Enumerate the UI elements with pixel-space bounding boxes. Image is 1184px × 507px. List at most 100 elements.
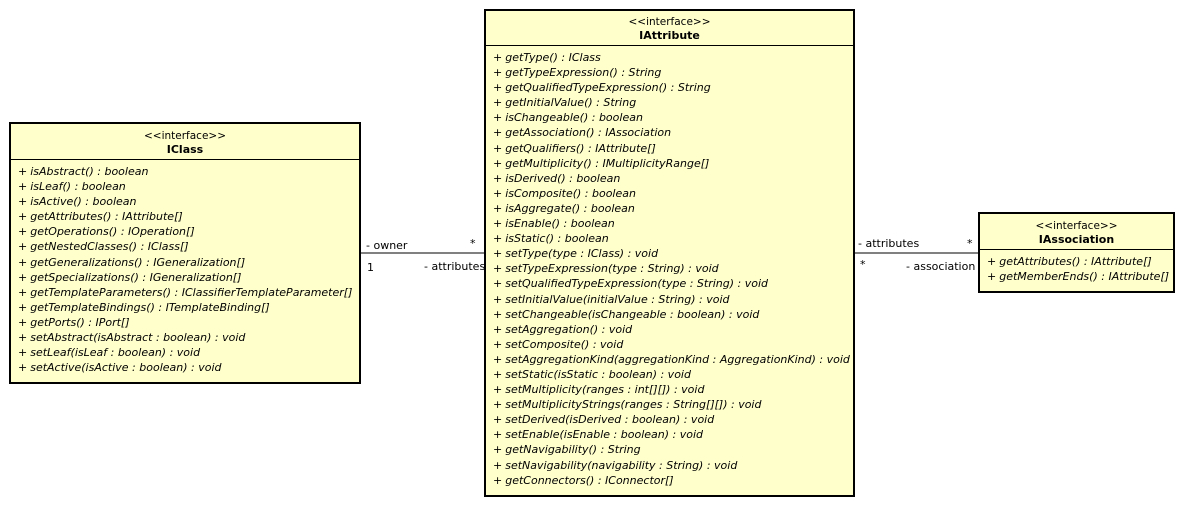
iattribute-name: IAttribute: [639, 29, 700, 42]
visibility-marker: +: [493, 51, 503, 64]
operation-signature: getGeneralizations() : IGeneralization[]: [30, 255, 246, 269]
operation-signature: isAggregate() : boolean: [505, 201, 635, 215]
operation-signature: isActive() : boolean: [30, 195, 137, 209]
operation-item: +getConnectors() : IConnector[]: [493, 473, 853, 488]
iattribute-header: <<interface>> IAttribute: [486, 11, 853, 46]
visibility-marker: +: [18, 300, 28, 314]
operation-item: +getNavigability() : String: [493, 442, 853, 457]
operation-item: +isAggregate() : boolean: [493, 201, 853, 216]
operation-signature: setChangeable(isChangeable : boolean) : …: [505, 307, 760, 321]
visibility-marker: +: [18, 240, 28, 254]
operation-item: +setInitialValue(initialValue : String) …: [493, 292, 853, 307]
operation-item: +setNavigability(navigability : String) …: [493, 458, 853, 473]
operation-signature: setComposite() : void: [505, 337, 624, 351]
owner-role-label: - owner: [366, 239, 408, 252]
operation-item: +setAggregationKind(aggregationKind : Ag…: [493, 352, 853, 367]
visibility-marker: +: [493, 111, 503, 125]
visibility-marker: +: [493, 473, 503, 487]
operation-signature: setActive(isActive : boolean) : void: [30, 361, 222, 375]
visibility-marker: +: [18, 225, 28, 239]
visibility-marker: +: [493, 171, 503, 185]
operation-signature: setEnable(isEnable : boolean) : void: [505, 428, 703, 442]
operation-item: +isChangeable() : boolean: [493, 110, 853, 125]
operation-signature: setType(type : IClass) : void: [505, 247, 659, 261]
visibility-marker: +: [987, 255, 997, 268]
visibility-marker: +: [493, 413, 503, 427]
operation-item: +setMultiplicityStrings(ranges : String[…: [493, 397, 853, 412]
operation-signature: getTemplateParameters() : IClassifierTem…: [30, 285, 353, 299]
visibility-marker: +: [493, 217, 503, 231]
association-multiplicity-label: *: [860, 258, 866, 271]
visibility-marker: +: [493, 232, 503, 246]
operation-signature: getQualifiedTypeExpression() : String: [505, 81, 711, 95]
visibility-marker: +: [18, 285, 28, 299]
operation-signature: setDerived(isDerived : boolean) : void: [505, 413, 715, 427]
operation-item: +getAttributes() : IAttribute[]: [987, 254, 1173, 269]
operation-item: +getPorts() : IPort[]: [18, 315, 359, 330]
iattribute-interface-box[interactable]: <<interface>> IAttribute +getType() : IC…: [484, 9, 855, 497]
operation-signature: getMemberEnds() : IAttribute[]: [999, 270, 1170, 284]
association-role-label: - association: [906, 260, 976, 273]
visibility-marker: +: [493, 367, 503, 381]
operation-signature: isEnable() : boolean: [505, 217, 615, 231]
operation-signature: getAttributes() : IAttribute[]: [999, 255, 1152, 268]
visibility-marker: +: [987, 270, 997, 284]
iassociation-name: IAssociation: [1038, 233, 1115, 246]
iassociation-interface-box[interactable]: <<interface>> IAssociation +getAttribute…: [978, 212, 1175, 293]
operation-signature: setStatic(isStatic : boolean) : void: [505, 367, 691, 381]
operation-signature: getConnectors() : IConnector[]: [505, 473, 674, 487]
visibility-marker: +: [493, 458, 503, 472]
operation-signature: setInitialValue(initialValue : String) :…: [505, 292, 730, 306]
operation-signature: setQualifiedTypeExpression(type : String…: [505, 277, 769, 291]
operation-item: +setChangeable(isChangeable : boolean) :…: [493, 307, 853, 322]
visibility-marker: +: [493, 292, 503, 306]
visibility-marker: +: [18, 331, 28, 345]
iclass-header: <<interface>> IClass: [11, 124, 359, 160]
operation-item: +getAttributes() : IAttribute[]: [18, 209, 359, 224]
operation-signature: getInitialValue() : String: [505, 96, 637, 110]
visibility-marker: +: [18, 361, 28, 375]
operation-signature: getTemplateBindings() : ITemplateBinding…: [30, 300, 270, 314]
operation-item: +setAggregation() : void: [493, 322, 853, 337]
iclass-stereotype: <<interface>>: [143, 130, 227, 142]
visibility-marker: +: [493, 307, 503, 321]
operation-signature: getPorts() : IPort[]: [30, 315, 130, 329]
iassociation-stereotype: <<interface>>: [1035, 220, 1118, 232]
iassociation-operations: +getAttributes() : IAttribute[]+getMembe…: [980, 250, 1173, 284]
visibility-marker: +: [493, 322, 503, 336]
operation-item: +getOperations() : IOperation[]: [18, 224, 359, 239]
operation-signature: setMultiplicityStrings(ranges : String[]…: [505, 398, 762, 412]
visibility-marker: +: [493, 247, 503, 261]
operation-signature: getType() : IClass: [505, 51, 601, 64]
operation-item: +setComposite() : void: [493, 337, 853, 352]
operation-item: +isActive() : boolean: [18, 194, 359, 209]
visibility-marker: +: [18, 180, 28, 194]
operation-item: +isDerived() : boolean: [493, 171, 853, 186]
visibility-marker: +: [493, 398, 503, 412]
operation-item: +getInitialValue() : String: [493, 95, 853, 110]
operation-signature: isAbstract() : boolean: [30, 165, 149, 178]
visibility-marker: +: [493, 126, 503, 140]
attributes-role-label: - attributes: [424, 260, 486, 273]
operation-signature: setAggregationKind(aggregationKind : Agg…: [505, 352, 850, 366]
iattribute-operations: +getType() : IClass+getTypeExpression() …: [486, 46, 853, 488]
owner-multiplicity-label: 1: [367, 261, 374, 274]
visibility-marker: +: [493, 141, 503, 155]
attributes-multiplicity-label: *: [470, 237, 476, 250]
operation-item: +setAbstract(isAbstract : boolean) : voi…: [18, 330, 359, 345]
visibility-marker: +: [493, 156, 503, 170]
operation-signature: isDerived() : boolean: [505, 171, 621, 185]
operation-signature: setAbstract(isAbstract : boolean) : void: [30, 331, 246, 345]
visibility-marker: +: [18, 315, 28, 329]
operation-item: +getGeneralizations() : IGeneralization[…: [18, 255, 359, 270]
operation-item: +isStatic() : boolean: [493, 231, 853, 246]
visibility-marker: +: [18, 165, 28, 178]
visibility-marker: +: [493, 428, 503, 442]
visibility-marker: +: [493, 66, 503, 80]
iclass-interface-box[interactable]: <<interface>> IClass +isAbstract() : boo…: [9, 122, 361, 384]
operation-signature: setNavigability(navigability : String) :…: [505, 458, 738, 472]
operation-signature: isChangeable() : boolean: [505, 111, 643, 125]
operation-signature: isLeaf() : boolean: [30, 180, 126, 194]
operation-item: +isEnable() : boolean: [493, 216, 853, 231]
